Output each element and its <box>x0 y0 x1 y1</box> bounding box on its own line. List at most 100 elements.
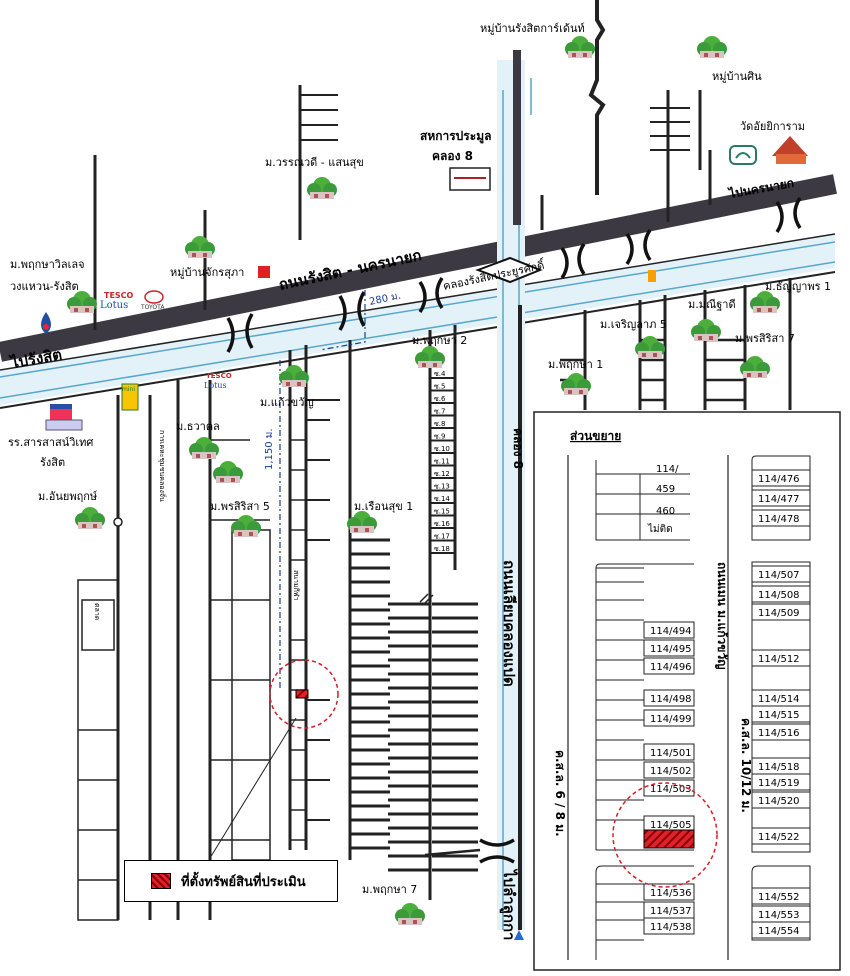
soi-label: ซ.7 <box>434 408 445 416</box>
pruksa2-label: ม.พฤกษา 2 <box>412 334 467 347</box>
right-mid-plot: 114/515 <box>758 710 800 721</box>
right-mid-plot: 114/522 <box>758 832 800 843</box>
khlong8-vertical-label: คลอง 8 <box>511 428 525 469</box>
left-plot: 114/501 <box>650 748 692 759</box>
charoenlap-label: ม.เจริญลาภ 5 <box>600 318 667 331</box>
kaewkwan-label: ม.แก้วขวัญ <box>260 396 314 409</box>
to-lamlukka-label: ไปลำลูกกา <box>499 868 519 940</box>
right-mid-plot: 114/520 <box>758 796 800 807</box>
pruksa1-label: ม.พฤกษา 1 <box>548 358 603 371</box>
soi-label: ซ.12 <box>434 470 450 478</box>
soi-label: ซ.15 <box>434 508 450 516</box>
left-plot: 114/498 <box>650 694 692 705</box>
wannawadi-label: ม.วรรณวดี - แสนสุข <box>265 156 364 169</box>
right-top-plot: 114/478 <box>758 514 800 525</box>
mooban-sin-label: หมู่บ้านศิน <box>712 70 762 83</box>
temple-icon <box>772 136 808 156</box>
target-plot-box <box>643 829 695 849</box>
right-mid-plot: 114/519 <box>758 778 800 789</box>
expansion-panel <box>533 411 841 971</box>
khlong8-road-label: ถนนเลียบคลองแปด <box>500 560 518 687</box>
bank-icon <box>729 145 757 165</box>
soi-label: ซ.13 <box>434 483 450 491</box>
side-box-label: ตลาด <box>93 603 101 620</box>
right-mid-plot: 114/509 <box>758 608 800 619</box>
top-cell-2: 459 <box>656 484 675 495</box>
coop-khlong8-label: คลอง 8 <box>432 149 473 163</box>
tesco-logo-2: TESCO <box>206 372 232 380</box>
distance-1150-label: 1,150 ม. <box>264 428 275 470</box>
soi-label: ซ.11 <box>434 458 450 466</box>
pruksa-villa-label-2: วงแหวน-รังสิต <box>10 280 79 293</box>
left-plot: 114/503 <box>650 784 692 795</box>
legend: ที่ตั้งทรัพย์สินที่ประเมิน <box>124 860 338 902</box>
expansion-title: ส่วนขยาย <box>570 429 621 443</box>
pornsirisa5-label: ม.พรสิริสา 5 <box>210 500 270 513</box>
school-label-2: รังสิต <box>40 456 65 469</box>
lotus-logo: Lotus <box>100 300 128 311</box>
toyota-label: TOYOTA <box>140 304 165 311</box>
soi-label: ซ.18 <box>434 545 450 553</box>
right-top-plot: 114/477 <box>758 494 800 505</box>
canal-band <box>0 235 835 405</box>
soi-label: ซ.5 <box>434 383 445 391</box>
suzuki-icon <box>258 266 270 278</box>
exp-left-road-label: ค.ส.ล. 6 / 8 ม. <box>553 750 567 837</box>
toyota-icon <box>144 290 164 304</box>
tesco-logo: TESCO <box>104 291 134 300</box>
soi-label: ซ.9 <box>434 433 445 441</box>
left-vertical-road-label: การเคหะชุมชนคลองจั่น <box>158 430 167 502</box>
lotus-logo-2: Lotus <box>204 381 227 390</box>
legend-label: ที่ตั้งทรัพย์สินที่ประเมิน <box>181 874 306 890</box>
left-plot: 114/499 <box>650 714 692 725</box>
right-top-plot: 114/476 <box>758 474 800 485</box>
soi-label: ซ.4 <box>434 370 446 378</box>
thawathon-label: ม.ธวาตล <box>176 420 220 433</box>
right-mid-plot: 114/508 <box>758 590 800 601</box>
manichada-label: ม.มณีฐาดี <box>688 298 736 311</box>
soi-label: ซ.17 <box>434 533 450 541</box>
top-cell-3: 460 <box>656 506 675 517</box>
right-bottom-plot: 114/553 <box>758 910 800 921</box>
ptt-icon <box>41 312 51 334</box>
exp-main-road-label: ถนนเมน ม.แก้วขวัญ <box>715 562 729 669</box>
pornsirisa7-label: ม.พรสิริสา 7 <box>735 332 795 345</box>
pruksa7-label: ม.พฤกษา 7 <box>362 883 417 896</box>
wat-label: วัดอัยยิการาม <box>740 120 805 133</box>
seven-eleven-icon <box>648 270 656 282</box>
left-plot: 114/502 <box>650 766 692 777</box>
exp-right-road-label: ค.ส.ล. 10/12 ม. <box>739 718 753 813</box>
left-plot: 114/495 <box>650 644 692 655</box>
legend-swatch <box>151 873 171 889</box>
left-bottom-plot: 114/536 <box>650 888 692 899</box>
top-cell-1: 114/ <box>656 464 679 475</box>
right-bottom-plot: 114/554 <box>758 926 800 937</box>
mini-mart-icon <box>121 383 139 411</box>
soi-label: ซ.16 <box>434 520 450 528</box>
bridges <box>226 197 802 864</box>
left-plot: 114/505 <box>650 820 692 831</box>
rangsit-garden-label: หมู่บ้านรังสิตการ์เด้นท์ <box>480 22 585 35</box>
main-highway <box>0 174 837 362</box>
ruenmsuk-label: ม.เรือนสุข 1 <box>354 500 413 513</box>
mini-label: mini <box>122 386 135 393</box>
top-cell-4: ไม่ติด <box>647 523 673 535</box>
left-plot: 114/496 <box>650 662 692 673</box>
jakarsuda-label: หมู่บ้านจักรสุภา <box>170 266 244 279</box>
unyapruk-label: ม.อันยพฤกษ์ <box>38 490 97 503</box>
school-label-1: รร.สารสาสน์วิเทศ <box>8 436 93 449</box>
soi-label: ซ.14 <box>434 495 450 503</box>
stadium-label: สนามกีฬา <box>292 570 300 601</box>
soi-label: ซ.8 <box>434 420 445 428</box>
right-mid-plot: 114/514 <box>758 694 800 705</box>
pruksa-villa-label-1: ม.พฤกษาวิลเลจ <box>10 258 85 271</box>
right-mid-plot: 114/518 <box>758 762 800 773</box>
soi-label: ซ.10 <box>434 445 450 453</box>
left-bottom-plot: 114/537 <box>650 906 692 917</box>
right-mid-plot: 114/516 <box>758 728 800 739</box>
left-plot: 114/494 <box>650 626 692 637</box>
target-circle-panel <box>612 782 718 888</box>
target-marker-map <box>295 689 309 699</box>
right-mid-plot: 114/512 <box>758 654 800 665</box>
